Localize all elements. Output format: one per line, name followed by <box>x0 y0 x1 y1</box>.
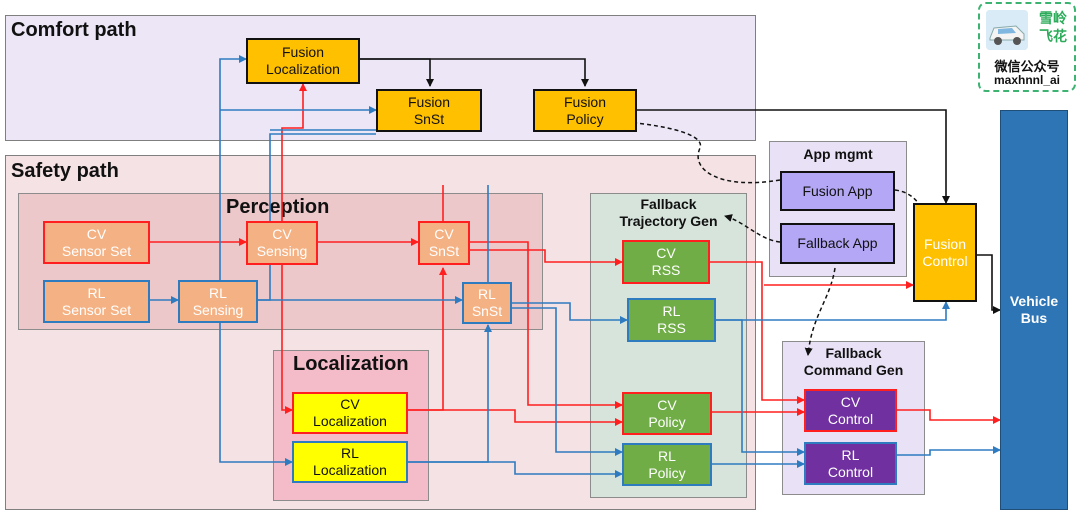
rl-sensing-line2: Sensing <box>192 301 244 318</box>
cv-snst-line2: SnSt <box>428 243 460 259</box>
rl-sensing-line1: RL <box>209 284 227 301</box>
rl-sensor-set-line2: Sensor Set <box>61 301 132 318</box>
rl-policy-line1: RL <box>658 447 676 464</box>
rl-control-line2: Control <box>827 463 874 480</box>
fusion-app-box: Fusion App <box>780 171 895 211</box>
fusion-snst-box: Fusion SnSt <box>376 89 482 132</box>
localization-title: Localization <box>293 353 409 375</box>
safety-path-title: Safety path <box>11 160 119 182</box>
fallback-trajectory-title-line2: Trajectory Gen <box>619 213 718 229</box>
cv-rss-box: CV RSS <box>622 240 710 284</box>
rl-policy-box: RL Policy <box>622 443 712 486</box>
cv-sensing-line1: CV <box>272 226 292 242</box>
fusion-localization-line2: Localization <box>266 61 340 77</box>
fallback-app-box: Fallback App <box>780 223 895 264</box>
app-mgmt-title: App mgmt <box>803 146 873 162</box>
perception-title: Perception <box>226 196 330 218</box>
rl-sensing-box: RL Sensing <box>178 280 258 323</box>
fallback-command-title-line1: Fallback <box>825 345 882 361</box>
cv-sensing-box: CV Sensing <box>246 221 318 265</box>
rl-control-line1: RL <box>841 446 860 463</box>
rl-localization-line2: Localization <box>313 462 387 478</box>
watermark-badge: 雪岭 飞花 微信公众号 maxhnnl_ai <box>978 2 1076 92</box>
comfort-path-title: Comfort path <box>11 19 137 41</box>
fusion-policy-line2: Policy <box>566 110 604 127</box>
fallback-trajectory-title: Fallback Trajectory Gen <box>590 196 747 230</box>
cv-policy-line1: CV <box>657 396 677 413</box>
cv-policy-line2: Policy <box>648 413 686 430</box>
fusion-policy-box: Fusion Policy <box>533 89 637 132</box>
rl-rss-line2: RSS <box>657 320 686 336</box>
fusion-control-line2: Control <box>922 252 968 269</box>
fallback-trajectory-title-line1: Fallback <box>640 196 697 212</box>
rl-snst-line1: RL <box>478 286 496 302</box>
cv-localization-box: CV Localization <box>292 392 408 434</box>
cv-control-line1: CV <box>840 393 861 410</box>
cv-rss-line1: CV <box>656 245 676 261</box>
cv-snst-box: CV SnSt <box>418 221 470 265</box>
rl-localization-line1: RL <box>341 445 359 461</box>
rl-policy-line2: Policy <box>648 464 686 481</box>
rl-sensor-set-box: RL Sensor Set <box>43 280 150 323</box>
fusion-control-line1: Fusion <box>923 235 967 252</box>
cv-sensing-line2: Sensing <box>256 243 308 259</box>
fusion-policy-line1: Fusion <box>563 93 607 110</box>
cv-sensor-set-box: CV Sensor Set <box>43 221 150 264</box>
rl-rss-line1: RL <box>662 303 681 319</box>
rl-control-box: RL Control <box>804 442 897 485</box>
vehicle-bus-line2: Bus <box>1020 310 1048 326</box>
fallback-app-label: Fallback App <box>797 235 878 251</box>
rl-rss-box: RL RSS <box>627 298 716 342</box>
vehicle-bus-line1: Vehicle <box>1009 293 1059 309</box>
cv-sensor-set-line1: CV <box>86 225 107 242</box>
fusion-snst-line2: SnSt <box>413 110 445 127</box>
watermark-line2: maxhnnl_ai <box>993 73 1061 87</box>
fusion-control-box: Fusion Control <box>913 203 977 302</box>
cv-policy-box: CV Policy <box>622 392 712 435</box>
vehicle-bus-box: Vehicle Bus <box>1000 110 1068 510</box>
cv-control-line2: Control <box>827 410 874 427</box>
cv-rss-line2: RSS <box>651 262 681 278</box>
watermark-char1: 雪岭 <box>1039 11 1067 27</box>
cv-snst-line1: CV <box>434 226 454 242</box>
car-logo-icon <box>986 10 1028 50</box>
fusion-snst-line1: Fusion <box>407 93 451 110</box>
fusion-localization-line1: Fusion <box>281 44 325 60</box>
cv-sensor-set-line2: Sensor Set <box>61 242 132 259</box>
watermark-chars: 雪岭 飞花 <box>1032 10 1074 46</box>
fusion-app-label: Fusion App <box>802 182 873 199</box>
watermark-line1: 微信公众号 <box>994 60 1060 75</box>
rl-sensor-set-line1: RL <box>87 284 106 301</box>
fusion-localization-box: Fusion Localization <box>246 38 360 84</box>
watermark-char2: 飞花 <box>1039 29 1067 45</box>
fallback-command-title: Fallback Command Gen <box>782 345 925 379</box>
rl-localization-box: RL Localization <box>292 441 408 483</box>
rl-snst-line2: SnSt <box>471 303 503 319</box>
rl-snst-box: RL SnSt <box>462 282 512 324</box>
cv-localization-line2: Localization <box>313 413 387 429</box>
cv-control-box: CV Control <box>804 389 897 432</box>
cv-localization-line1: CV <box>340 396 360 412</box>
fallback-command-title-line2: Command Gen <box>803 362 904 378</box>
